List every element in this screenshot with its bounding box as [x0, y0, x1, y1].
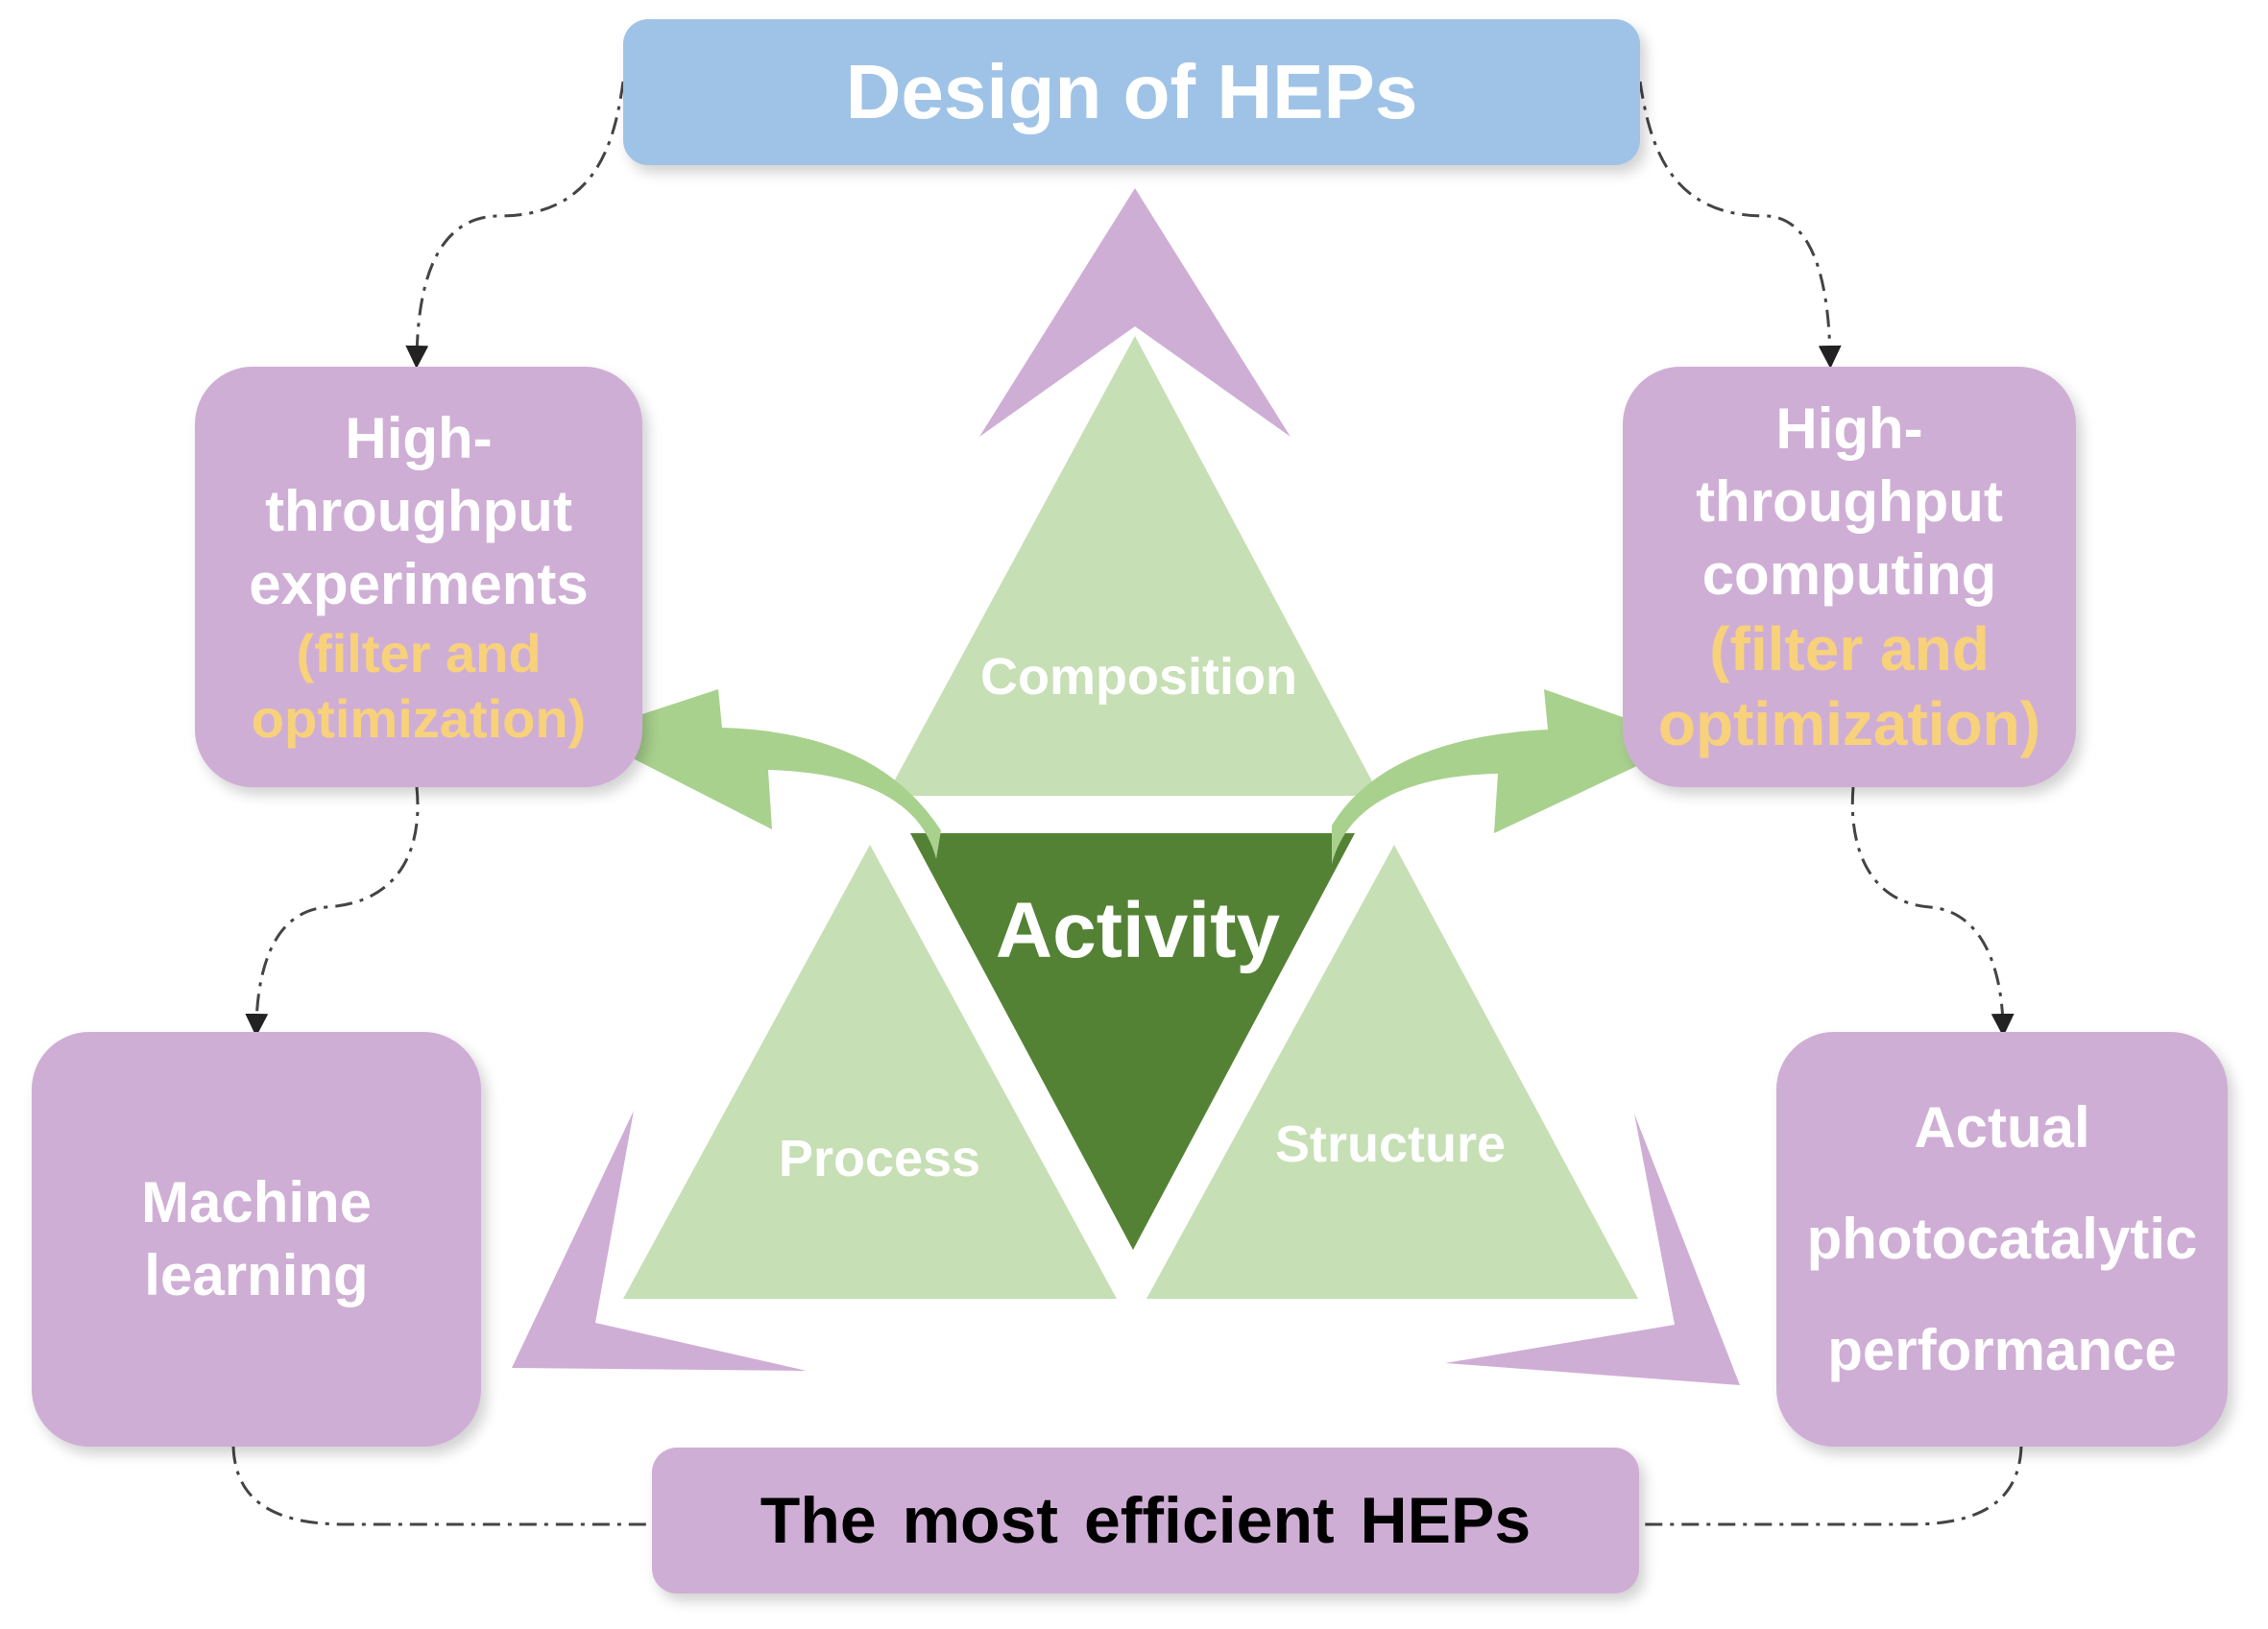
- triangle-composition: [886, 336, 1380, 796]
- ml-line-1: Machine: [140, 1170, 373, 1234]
- htc-note-line-1: (filter and: [1709, 614, 1990, 683]
- connector-ml-to-result: [231, 1446, 652, 1526]
- high-throughput-computing-box: High- throughput computing (filter and o…: [1623, 367, 2076, 787]
- htc-line-3: computing: [1701, 542, 1997, 607]
- connector-hte-to-ml: [245, 786, 420, 1037]
- actual-photocatalytic-performance-box: Actual photocatalytic performance: [1776, 1032, 2228, 1447]
- app-line-3: performance: [1827, 1318, 2177, 1382]
- triangle-label-activity: Activity: [995, 887, 1281, 974]
- triangle-activity: [910, 833, 1355, 1250]
- machine-learning-box: Machine learning: [32, 1032, 481, 1447]
- hte-line-2: throughput: [265, 479, 572, 543]
- chevron-bottom-left-arrow: [512, 1111, 807, 1371]
- chevron-bottom-right-arrow: [1445, 1114, 1740, 1385]
- green-curved-arrow-right: [1332, 689, 1690, 864]
- green-curved-arrow-left: [584, 689, 941, 859]
- triangle-process: [623, 845, 1117, 1299]
- connector-app-to-result: [1640, 1446, 2023, 1526]
- htc-line-2: throughput: [1696, 469, 2003, 534]
- ml-line-2: learning: [144, 1243, 369, 1307]
- most-efficient-heps-box: The most efficient HEPs: [652, 1448, 1639, 1593]
- htc-line-1: High-: [1775, 396, 1923, 461]
- app-line-1: Actual: [1914, 1095, 2090, 1160]
- high-throughput-experiments-box: High- throughput experiments (filter and…: [195, 367, 642, 787]
- chevron-up-arrow: [979, 188, 1291, 437]
- connector-title-to-htc: [1638, 81, 1842, 369]
- connector-htc-to-app: [1850, 786, 2015, 1037]
- hte-line-1: High-: [345, 406, 493, 470]
- hte-note-line-1: (filter and: [296, 623, 542, 683]
- triangle-label-structure: Structure: [1274, 1115, 1507, 1173]
- triangle-label-composition: Composition: [980, 648, 1297, 706]
- triangle-label-process-visible: Process: [778, 1130, 981, 1187]
- triangle-structure: [1146, 845, 1638, 1299]
- hte-note-line-2: optimization): [251, 688, 587, 749]
- hte-line-3: experiments: [249, 552, 589, 616]
- app-line-2: photocatalytic: [1806, 1207, 2198, 1271]
- most-efficient-heps-label: The most efficient HEPs: [760, 1484, 1532, 1557]
- connector-title-to-hte: [405, 81, 625, 369]
- htc-note-line-2: optimization): [1657, 689, 2041, 758]
- design-of-heps-box: Design of HEPs: [623, 19, 1640, 165]
- design-of-heps-title: Design of HEPs: [845, 49, 1418, 134]
